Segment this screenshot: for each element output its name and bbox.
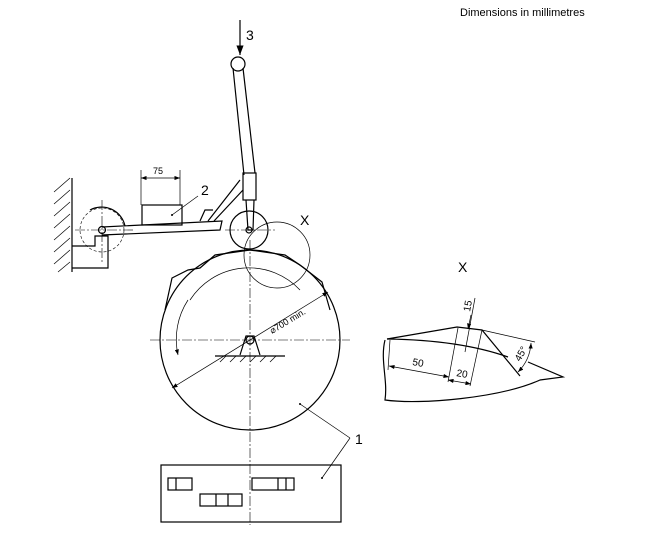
base-plate xyxy=(160,464,342,523)
label-item-2: 2 xyxy=(201,182,209,198)
label-item-1: 1 xyxy=(355,431,363,447)
push-rod: 3 xyxy=(225,20,275,250)
label-item-3: 3 xyxy=(246,27,254,43)
lever-arm xyxy=(101,179,244,236)
leader-line-item-1-base xyxy=(321,437,351,479)
dim-45-label: 45° xyxy=(513,345,530,364)
dimensions-note: Dimensions in millimetres xyxy=(460,7,585,19)
drum: ⌀700 min. xyxy=(150,240,350,525)
detail-x-marker xyxy=(243,221,311,289)
leader-dot-item-1-base xyxy=(321,477,323,479)
leader-line-item-1-drum xyxy=(299,403,351,439)
leader-dot-item-2 xyxy=(171,214,173,216)
dim-75-label: 75 xyxy=(153,166,163,176)
dim-50-label: 50 xyxy=(411,357,424,370)
dim-15-label: 15 xyxy=(462,299,475,312)
pivot-roller xyxy=(75,200,135,262)
dimension-75: 75 xyxy=(140,166,181,205)
detail-x-title: X xyxy=(458,259,468,275)
detail-x: X 50 20 15 45° xyxy=(382,259,566,403)
dim-20-label: 20 xyxy=(455,368,468,381)
dim-diameter-label: ⌀700 min. xyxy=(268,307,307,336)
wall xyxy=(53,177,109,273)
leader-line-item-2 xyxy=(171,195,199,216)
leader-dot-item-1-drum xyxy=(299,403,301,405)
detail-x-ref: X xyxy=(300,212,310,228)
